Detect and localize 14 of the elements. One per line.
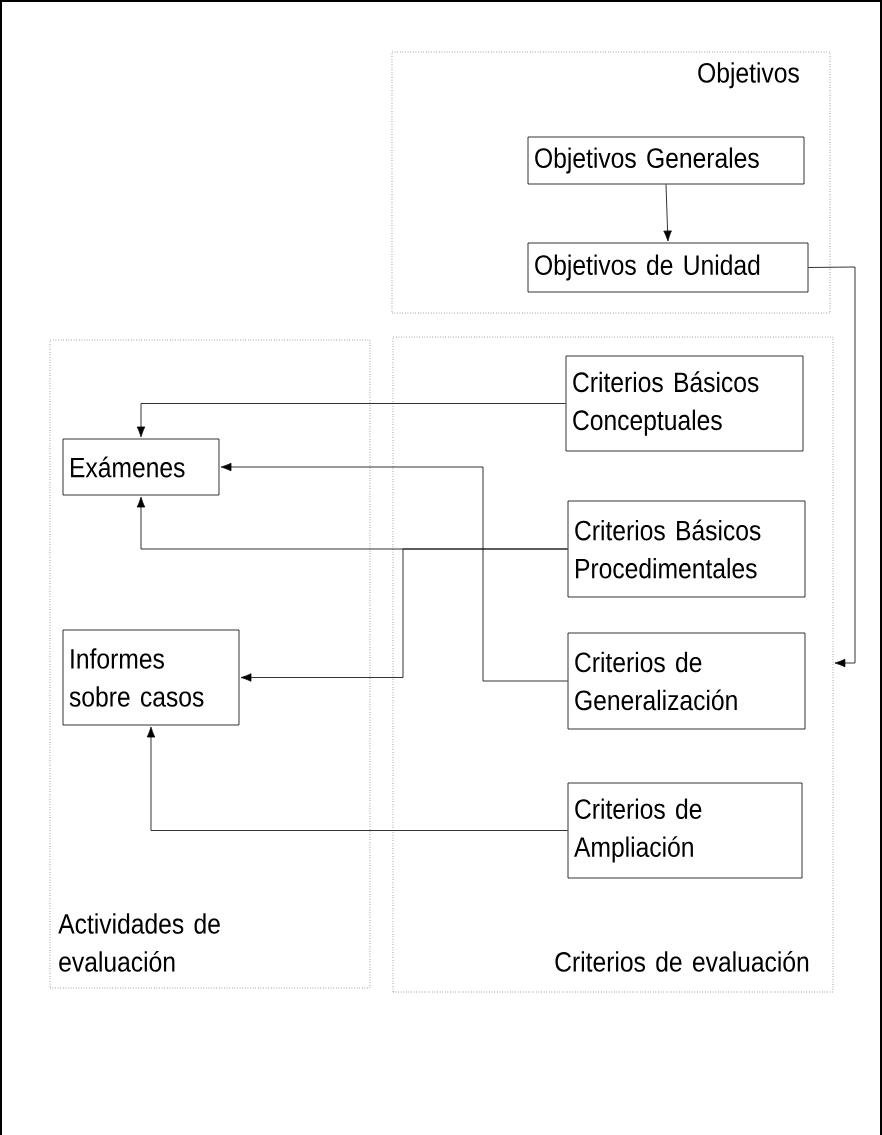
process-box: Criterios de Ampliación (567, 782, 803, 879)
arrow (220, 462, 568, 682)
process-box: Exámenes (62, 438, 220, 496)
process-box: Objetivos de Unidad (527, 242, 809, 293)
arrow (808, 266, 856, 668)
process-box: Criterios de Generalización (567, 632, 806, 730)
process-box: Criterios Básicos Conceptuales (565, 355, 804, 452)
arrow (136, 403, 566, 438)
process-box: Criterios Básicos Procedimentales (567, 500, 806, 598)
arrow (663, 184, 672, 242)
arrow (146, 726, 568, 831)
arrow (240, 548, 568, 682)
process-box: Objetivos Generales (527, 136, 805, 185)
process-box: Informes sobre casos (62, 629, 240, 726)
